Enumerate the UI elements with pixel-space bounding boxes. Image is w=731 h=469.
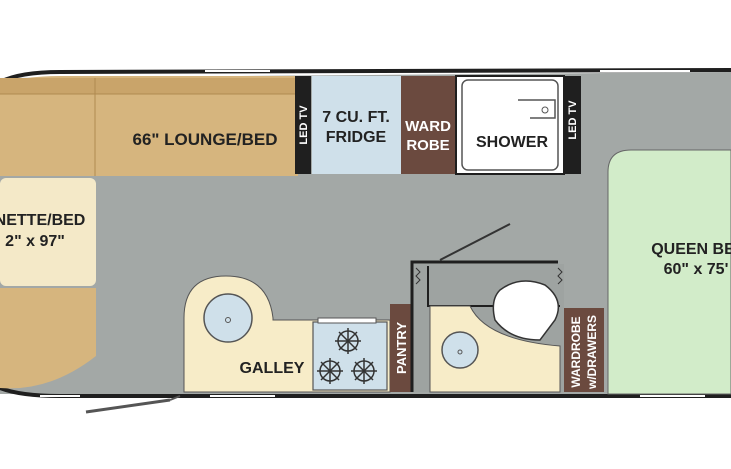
dinette-seat-bottom: [0, 288, 96, 389]
stove: [312, 321, 388, 391]
stove-handle: [317, 317, 377, 324]
vanity: [429, 305, 561, 393]
pantry: [390, 304, 412, 392]
hinge-spring-right: [557, 267, 563, 285]
dinette-label-line1: NETTE/BED: [0, 212, 85, 229]
galley-label: GALLEY: [240, 360, 305, 377]
bath-pocket-door: [439, 223, 511, 261]
entry-door: [85, 398, 171, 414]
fridge-label-line1: 7 CU. FT.: [322, 109, 390, 126]
wardrobe-label-line1: WARDROBE: [569, 316, 583, 387]
wardrobe-label-line2: w/DRAWERS: [585, 315, 599, 390]
wardrobe-top: [401, 76, 456, 174]
hinge-spring-left: [415, 267, 421, 285]
fridge-label-line2: FRIDGE: [326, 129, 387, 146]
queen-bed: [607, 149, 731, 395]
bath-wall: [410, 260, 558, 392]
entry-door-edge: [169, 395, 181, 401]
burner-icon: [335, 328, 361, 354]
vanity-sink-drain: [457, 349, 463, 355]
shower-seat: [518, 99, 556, 119]
dinette-label-line2: 2" x 97": [5, 233, 65, 250]
toilet-icon: [492, 280, 560, 341]
led-tv-right-label: LED TV: [567, 100, 579, 140]
bed-label-line1: QUEEN BE: [651, 241, 731, 258]
shower-tray: [461, 79, 559, 171]
galley-sink-drain: [225, 317, 231, 323]
burner-icon: [351, 358, 377, 384]
pantry-label: PANTRY: [394, 322, 409, 374]
bed-label-line2: 60" x 75': [664, 261, 729, 278]
led-tv-left: [295, 76, 311, 174]
shower: [455, 75, 565, 175]
dinette-bed: [0, 178, 96, 286]
lounge-back-cushion: [0, 78, 298, 94]
ward-label-line1: WARD: [405, 118, 451, 135]
fridge: [312, 76, 401, 174]
ward-label-line2: ROBE: [406, 137, 449, 154]
lounge-label: 66" LOUNGE/BED: [132, 130, 277, 149]
shower-label: SHOWER: [476, 134, 548, 151]
wardrobe-drawers: [564, 308, 604, 392]
led-tv-left-label: LED TV: [298, 105, 310, 145]
shower-drain: [541, 106, 549, 114]
led-tv-right: [563, 76, 581, 174]
burner-icon: [317, 358, 343, 384]
lounge-bed: [0, 76, 298, 176]
